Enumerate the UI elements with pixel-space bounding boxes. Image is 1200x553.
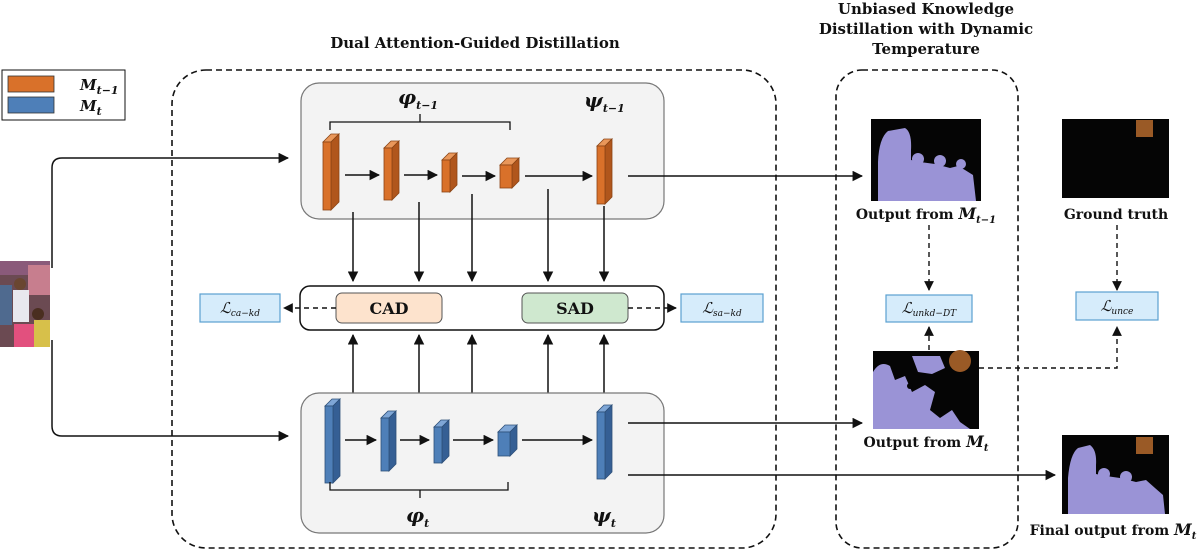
loss-unce-box bbox=[1075, 291, 1159, 321]
unbiased-title-line1: Unbiased Knowledge bbox=[838, 0, 1014, 18]
teacher-encoder-label: φt−1 bbox=[398, 85, 438, 112]
legend-label-teacher: Mt−1 bbox=[79, 76, 119, 97]
sad-label: SAD bbox=[556, 299, 594, 318]
input-to-student-arrow bbox=[51, 340, 290, 442]
output-cur-mask bbox=[873, 350, 979, 429]
student-block-4 bbox=[497, 424, 518, 457]
student-encoder-label: φt bbox=[406, 503, 429, 530]
teacher-decoder-label: ψt−1 bbox=[584, 88, 625, 115]
input-image bbox=[0, 261, 50, 347]
caption-ground-truth: Ground truth bbox=[1064, 207, 1168, 223]
student-blocks bbox=[324, 398, 613, 484]
final-output-mask bbox=[1062, 435, 1169, 514]
dual-attention-title: Dual Attention-Guided Distillation bbox=[330, 34, 620, 52]
student-decoder-label: ψt bbox=[592, 503, 616, 530]
dual-attention-region bbox=[171, 69, 777, 549]
loss-unkd-dt-box bbox=[885, 294, 973, 323]
teacher-flow-arrows bbox=[345, 169, 864, 182]
loss-ca-kd-label: ℒca−kd bbox=[220, 299, 260, 319]
teacher-block-3 bbox=[441, 152, 458, 193]
student-flow-arrows bbox=[345, 417, 1057, 481]
ground-truth-mask bbox=[1062, 119, 1169, 198]
loss-unce-label: ℒunce bbox=[1101, 297, 1134, 317]
teacher-blocks bbox=[322, 133, 613, 211]
legend-label-student: Mt bbox=[79, 97, 102, 118]
legend: Mt−1 Mt bbox=[1, 69, 126, 121]
teacher-block-4 bbox=[499, 157, 520, 189]
teacher-block-5 bbox=[596, 138, 613, 205]
student-block-5 bbox=[596, 404, 613, 480]
caption-output-cur: Output from Mt bbox=[864, 432, 989, 454]
loss-sa-kd-box bbox=[680, 293, 764, 323]
teacher-block-2 bbox=[383, 140, 400, 201]
legend-swatch-student bbox=[7, 96, 55, 114]
unbiased-title-line2: Distillation with Dynamic bbox=[819, 20, 1033, 38]
student-block-3 bbox=[433, 419, 450, 464]
unbiased-region bbox=[835, 69, 1019, 549]
legend-swatch-teacher bbox=[7, 75, 55, 93]
student-encoder-brace bbox=[329, 482, 509, 491]
student-block-2 bbox=[380, 410, 397, 472]
caption-final-output: Final output from Mt bbox=[1030, 520, 1197, 542]
input-to-teacher-arrow bbox=[51, 152, 290, 268]
loss-sa-kd-label: ℒsa−kd bbox=[702, 299, 742, 319]
student-block-1 bbox=[324, 398, 341, 484]
teacher-down-arrows bbox=[347, 189, 610, 283]
loss-ca-kd-box bbox=[199, 293, 281, 323]
cur-to-unce-arrow bbox=[979, 326, 1122, 369]
output-prev-mask bbox=[871, 119, 981, 201]
cad-label: CAD bbox=[369, 299, 408, 318]
loss-unkd-dt-label: ℒunkd−DT bbox=[902, 299, 957, 319]
teacher-block-1 bbox=[322, 133, 340, 211]
unbiased-title-line3: Temperature bbox=[872, 40, 980, 58]
caption-output-prev: Output from Mt−1 bbox=[856, 204, 996, 226]
